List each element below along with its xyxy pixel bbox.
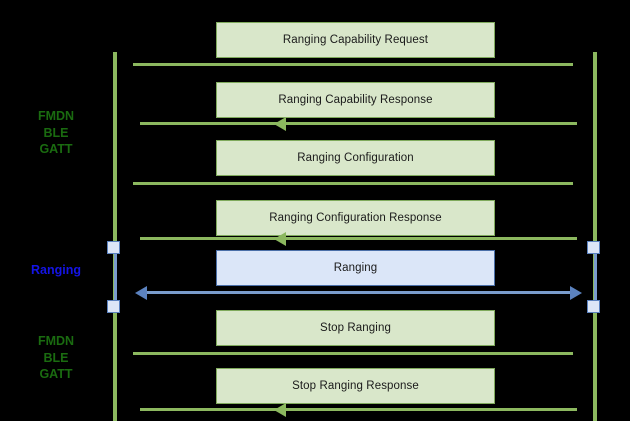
arrowhead-left-icon	[274, 231, 286, 246]
message-label: Ranging	[333, 262, 378, 274]
activation-connector-right	[593, 247, 597, 307]
arrowhead-left-icon	[135, 285, 147, 300]
message-label: Ranging Configuration	[297, 152, 414, 164]
side-label-fmdn-ble-gatt-bottom: FMDN BLE GATT	[0, 333, 112, 383]
message-box-ranging-capability-request: Ranging Capability Request	[216, 22, 495, 58]
message-box-stop-ranging-response: Stop Ranging Response	[216, 368, 495, 404]
right-lifeline	[593, 52, 597, 421]
message-arrow-stop-ranging	[133, 352, 573, 355]
activation-marker-left-top	[107, 241, 120, 254]
message-box-stop-ranging: Stop Ranging	[216, 310, 495, 346]
message-label: Stop Ranging	[320, 322, 391, 334]
arrowhead-left-icon	[274, 402, 286, 417]
side-label-fmdn-ble-gatt-top: FMDN BLE GATT	[0, 108, 112, 158]
side-label-line-3: GATT	[39, 367, 73, 381]
activation-marker-left-bottom	[107, 300, 120, 313]
activation-marker-right-top	[587, 241, 600, 254]
message-arrow-stop-ranging-response	[140, 402, 577, 417]
message-box-ranging-configuration-response: Ranging Configuration Response	[216, 200, 495, 236]
message-arrow-ranging-configuration-response	[140, 231, 577, 246]
side-label-line-2: BLE	[43, 350, 69, 365]
message-label: Stop Ranging Response	[292, 380, 419, 392]
message-arrow-ranging-bidirectional	[147, 291, 572, 294]
side-label-line-1: FMDN	[37, 334, 75, 348]
side-label-ranging-text: Ranging	[31, 263, 81, 277]
activation-marker-right-bottom	[587, 300, 600, 313]
side-label-line-2: BLE	[43, 125, 69, 140]
activation-connector-left	[113, 247, 117, 307]
message-label: Ranging Configuration Response	[269, 212, 442, 224]
message-arrow-ranging-capability-request	[133, 63, 573, 66]
side-label-ranging: Ranging	[0, 262, 112, 279]
message-arrow-ranging-configuration	[133, 182, 573, 185]
arrowhead-left-icon	[274, 116, 286, 131]
arrowhead-right-icon	[570, 285, 582, 300]
side-label-line-1: FMDN	[37, 109, 75, 123]
left-lifeline	[113, 52, 117, 421]
message-box-ranging: Ranging	[216, 250, 495, 286]
message-box-ranging-capability-response: Ranging Capability Response	[216, 82, 495, 118]
message-label: Ranging Capability Request	[282, 34, 429, 46]
message-box-ranging-configuration: Ranging Configuration	[216, 140, 495, 176]
side-label-line-3: GATT	[39, 142, 73, 156]
message-arrow-ranging-capability-response	[140, 116, 577, 131]
message-label: Ranging Capability Response	[278, 94, 433, 106]
